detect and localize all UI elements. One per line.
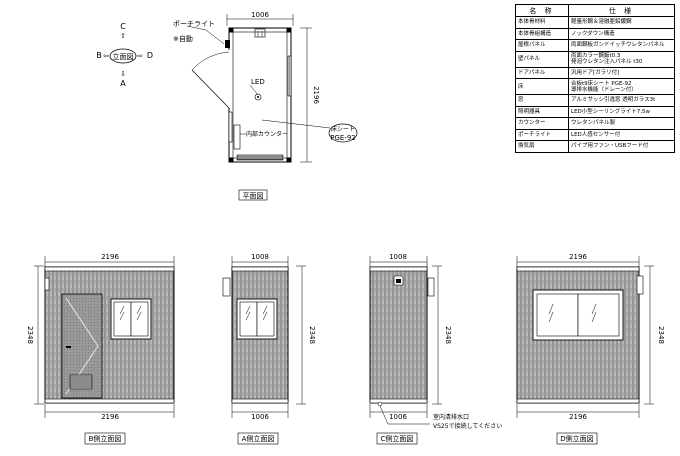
plan-bottom-grille (236, 154, 284, 161)
elevation-a-bottom-dim: 1006 (251, 413, 269, 421)
door-leaf (191, 69, 230, 109)
plan-depth-dim: 2196 (312, 86, 320, 104)
floor-sheet-label: 床シート (331, 125, 355, 133)
table-row: ドアパネル汎用ドア[ガラリ付] (515, 66, 675, 79)
counter-label: 内部カウンター (246, 130, 288, 138)
compass-north-label: C (120, 22, 126, 31)
elevation-b-porch-light (44, 277, 50, 291)
elevation-c-note2: VS25で接続してください (433, 422, 502, 430)
elevation-b-top-dim: 2196 (101, 253, 119, 261)
elevation-a-top-dim: 1008 (251, 253, 269, 261)
elevation-c-note1: 室内清排水口 (433, 413, 469, 421)
elevation-c-caption: C側立面図 (381, 434, 414, 443)
table-row: 窓アルミサッシ引違窓 透明ガラス3t (515, 94, 675, 107)
compass-center-ellipse (109, 48, 137, 64)
elevation-c: 1008 2348 1006 室内清排水口 VS25で接続してください C側立面… (369, 253, 502, 445)
door-louver (69, 374, 93, 390)
led-label: LED (251, 78, 265, 86)
porch-light-mode: ※自動 (173, 34, 193, 43)
arrow-up-icon: ⇧ (120, 32, 126, 40)
table-row: 本体骨材料軽量形鋼＆溶融亜鉛鍍鋼 (515, 16, 675, 29)
plan-caption: 平面図 (243, 192, 264, 200)
elevation-b-bottom-dim: 2196 (101, 413, 119, 421)
table-row: カウンターウレタンパネル製 (515, 117, 675, 130)
arrow-right-icon: ⇨ (137, 52, 143, 60)
compass: C ⇧ B ⇦ 立面図 ⇨ D ⇩ A (96, 22, 153, 88)
arrow-down-icon: ⇩ (120, 70, 126, 78)
elevation-d-caption: D側立面図 (560, 434, 593, 443)
plan-view: 1006 2196 (186, 11, 358, 163)
porch-light-icon (225, 40, 230, 48)
compass-south-label: A (120, 79, 126, 88)
plan-window-left (228, 111, 233, 143)
floor-sheet-callout (328, 123, 358, 143)
table-row: 換気扇パイプ用ファン・USBフード付 (515, 140, 675, 153)
drain-outlet-icon (377, 401, 383, 407)
plan-width-dim: 1006 (251, 11, 269, 19)
elevation-a-height-dim: 2348 (308, 326, 316, 344)
door-handle-icon (66, 346, 71, 348)
elevation-b-caption: B側立面図 (89, 434, 122, 443)
spec-header-name: 名 称 (515, 4, 569, 17)
elevation-b: 2196 2348 2196 B側立面図 (26, 253, 175, 445)
plan-counter (233, 124, 241, 150)
elevation-c-side-frame (427, 277, 435, 297)
spec-header-row: 名 称 仕 様 (515, 4, 675, 17)
plan-caption-box (238, 189, 268, 201)
elevation-a: 1008 2348 1006 A側立面図 (222, 253, 316, 445)
door-swing-arc (191, 51, 230, 71)
elevation-d-bottom-dim: 2196 (569, 413, 587, 421)
elevation-c-height-dim: 2348 (444, 326, 452, 344)
led-light-icon (254, 93, 262, 101)
arrow-left-icon: ⇦ (103, 52, 109, 60)
elevation-d-height-dim: 2348 (657, 326, 665, 344)
plan-vent (254, 28, 266, 38)
spec-table: 名 称 仕 様 本体骨材料軽量形鋼＆溶融亜鉛鍍鋼 本体骨組構造ノックダウン構造 … (515, 4, 675, 153)
elevation-d-porch-light (636, 275, 644, 295)
elevation-c-top-dim: 1008 (389, 253, 407, 261)
elevation-a-door-edge (222, 277, 231, 297)
spec-header-value: 仕 様 (568, 4, 675, 17)
porch-light-label: ポーチライト (173, 20, 215, 28)
table-row: 本体骨組構造ノックダウン構造 (515, 27, 675, 40)
elevation-c-bottom-dim: 1006 (389, 413, 407, 421)
compass-center-label: 立面図 (113, 52, 134, 61)
compass-east-label: D (147, 51, 153, 60)
compass-west-label: B (96, 51, 102, 60)
elevation-d-top-dim: 2196 (569, 253, 587, 261)
floor-code-label: PGE-92 (330, 134, 356, 142)
table-row: 屋根パネル両面鋼板ガンドイッチウレタンパネル (515, 39, 675, 52)
elevation-a-caption: A側立面図 (242, 434, 275, 443)
elevation-d: 2196 2348 2196 D側立面図 (516, 253, 665, 445)
elevation-b-height-dim: 2348 (26, 326, 34, 344)
